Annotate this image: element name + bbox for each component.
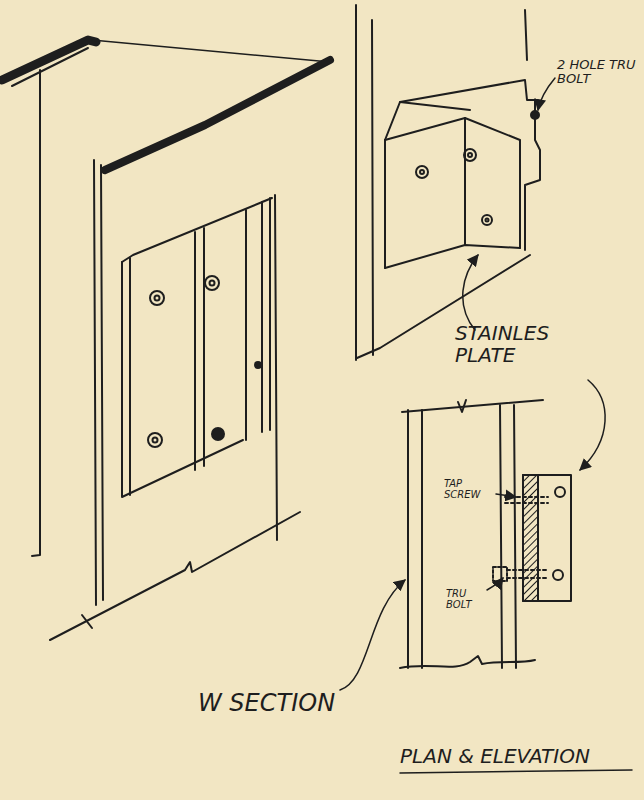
plan-view xyxy=(340,380,632,773)
callout-label: TAP SCREW xyxy=(444,478,494,500)
callout-label: W SECTION xyxy=(198,690,338,716)
column-perspective xyxy=(2,40,330,640)
callout-label: STAINLES PLATE xyxy=(455,322,583,366)
view-title: PLAN & ELEVATION xyxy=(400,745,636,767)
callout-label: 2 HOLE TRU BOLT xyxy=(557,58,637,87)
callout-label: TRU BOLT xyxy=(446,588,488,610)
plate-perspective xyxy=(356,5,555,360)
